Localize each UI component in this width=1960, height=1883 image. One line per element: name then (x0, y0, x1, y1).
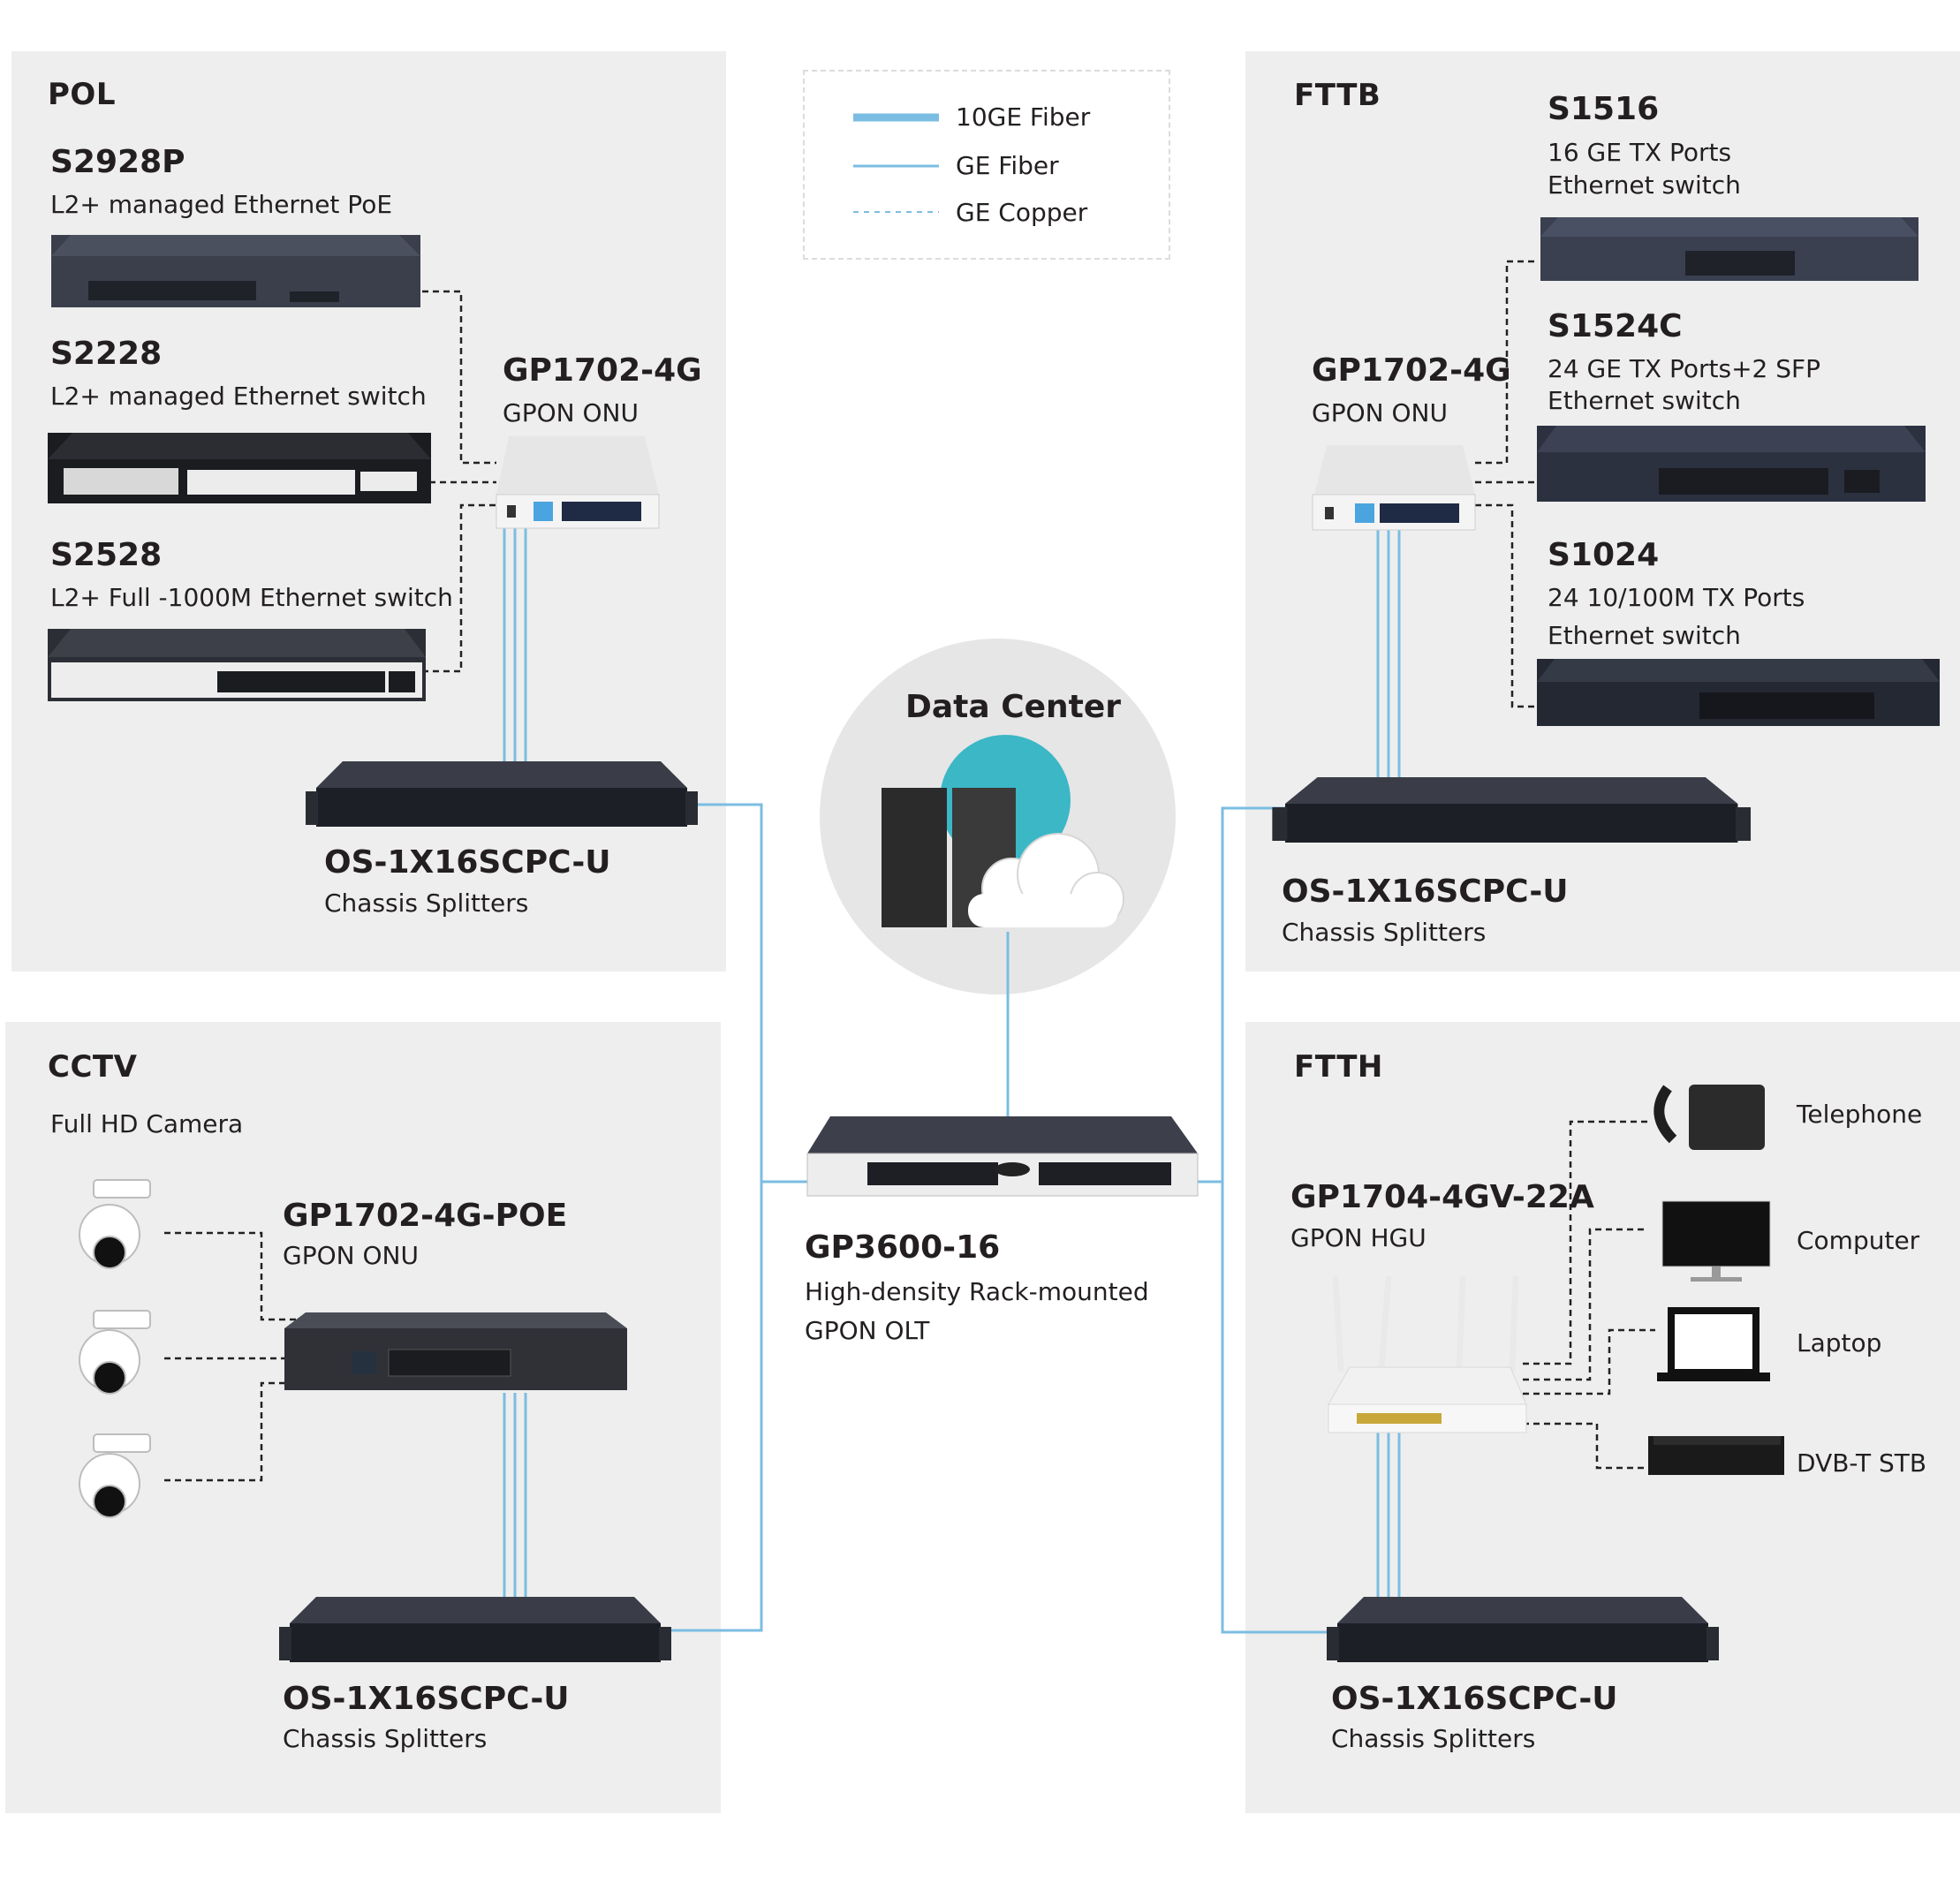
monitor-icon (1661, 1200, 1771, 1282)
s1516-desc1: 16 GE TX Ports (1548, 138, 1732, 167)
pol-splitter-image (306, 761, 698, 827)
s1524c-desc2: Ethernet switch (1548, 386, 1741, 415)
cctv-onu-name: GP1702-4G-POE (283, 1198, 568, 1234)
pol-onu-name: GP1702-4G (503, 352, 702, 389)
olt-name: GP3600-16 (805, 1229, 1001, 1266)
laptop-label: Laptop (1797, 1328, 1882, 1357)
legend-label-10ge: 10GE Fiber (956, 102, 1091, 132)
pol-onu-image (496, 436, 660, 529)
ftth-splitter-name: OS-1X16SCPC-U (1331, 1681, 1618, 1717)
cctv-splitter-image (279, 1597, 671, 1662)
laptop-icon (1657, 1307, 1770, 1381)
onu-splitter-fibers (503, 528, 1401, 1600)
pol-splitter-desc: Chassis Splitters (324, 889, 529, 918)
camera-icon-1 (79, 1179, 151, 1269)
fttb-splitter-image (1272, 777, 1752, 843)
legend-label-ge-fiber: GE Fiber (956, 151, 1059, 180)
s2528-switch-image (48, 629, 426, 701)
s1024-name: S1024 (1548, 537, 1660, 573)
cctv-title: CCTV (48, 1049, 138, 1085)
stb-label: DVB-T STB (1797, 1448, 1927, 1478)
olt-desc1: High-density Rack-mounted (805, 1277, 1149, 1306)
ftth-splitter-desc: Chassis Splitters (1331, 1724, 1536, 1753)
copper-links (164, 260, 1655, 1482)
fttb-onu-name: GP1702-4G (1312, 352, 1511, 389)
fttb-splitter-desc: Chassis Splitters (1282, 918, 1487, 947)
camera-desc: Full HD Camera (50, 1109, 244, 1138)
s2928p-name: S2928P (50, 144, 185, 180)
legend-label-ge-copper: GE Copper (956, 198, 1088, 227)
pol-title: POL (48, 77, 116, 112)
s1516-switch-image (1540, 217, 1918, 281)
s2228-switch-image (48, 433, 431, 503)
fttb-onu-image (1312, 445, 1476, 531)
s2228-name: S2228 (50, 336, 163, 372)
olt-desc2: GPON OLT (805, 1316, 930, 1345)
fttb-onu-desc: GPON ONU (1312, 398, 1448, 427)
set-top-box-icon (1648, 1436, 1784, 1475)
legend (803, 70, 1170, 260)
hgu-router-image (1328, 1275, 1527, 1433)
datacenter-title: Data Center (905, 689, 1122, 725)
s2928p-desc: L2+ managed Ethernet PoE (50, 190, 393, 219)
s1524c-name: S1524C (1548, 308, 1683, 344)
cctv-splitter-desc: Chassis Splitters (283, 1724, 488, 1753)
s1516-name: S1516 (1548, 91, 1660, 127)
fttb-splitter-name: OS-1X16SCPC-U (1282, 873, 1569, 910)
ftth-title: FTTH (1294, 1049, 1383, 1085)
camera-icon-2 (79, 1310, 151, 1395)
hgu-desc: GPON HGU (1290, 1223, 1426, 1252)
camera-icons (79, 1179, 151, 1518)
ftth-splitter-image (1327, 1597, 1719, 1662)
s2528-name: S2528 (50, 537, 163, 573)
s1524c-desc1: 24 GE TX Ports+2 SFP (1548, 354, 1821, 383)
fttb-title: FTTB (1294, 78, 1381, 113)
s1024-desc2: Ethernet switch (1548, 621, 1741, 650)
cctv-onu-image (284, 1312, 627, 1390)
fiber-trunk (654, 803, 1328, 1634)
cctv-panel (5, 1022, 721, 1813)
computer-label: Computer (1797, 1226, 1920, 1255)
cloud-icon (968, 833, 1124, 927)
cctv-onu-desc: GPON ONU (283, 1241, 419, 1270)
cctv-splitter-name: OS-1X16SCPC-U (283, 1681, 570, 1717)
s2528-desc: L2+ Full -1000M Ethernet switch (50, 583, 453, 612)
s1524c-switch-image (1537, 426, 1926, 502)
hgu-name: GP1704-4GV-22A (1290, 1179, 1594, 1215)
telephone-label: Telephone (1797, 1100, 1923, 1129)
pol-splitter-name: OS-1X16SCPC-U (324, 844, 611, 881)
s1024-switch-image (1537, 659, 1940, 726)
s2228-desc: L2+ managed Ethernet switch (50, 382, 427, 411)
camera-icon-3 (79, 1433, 151, 1518)
olt-chassis-image (806, 1116, 1199, 1197)
s1516-desc2: Ethernet switch (1548, 170, 1741, 200)
s1024-desc1: 24 10/100M TX Ports (1548, 583, 1805, 612)
telephone-icon (1654, 1085, 1765, 1150)
pol-onu-desc: GPON ONU (503, 398, 639, 427)
s2928p-switch-image (51, 235, 420, 307)
